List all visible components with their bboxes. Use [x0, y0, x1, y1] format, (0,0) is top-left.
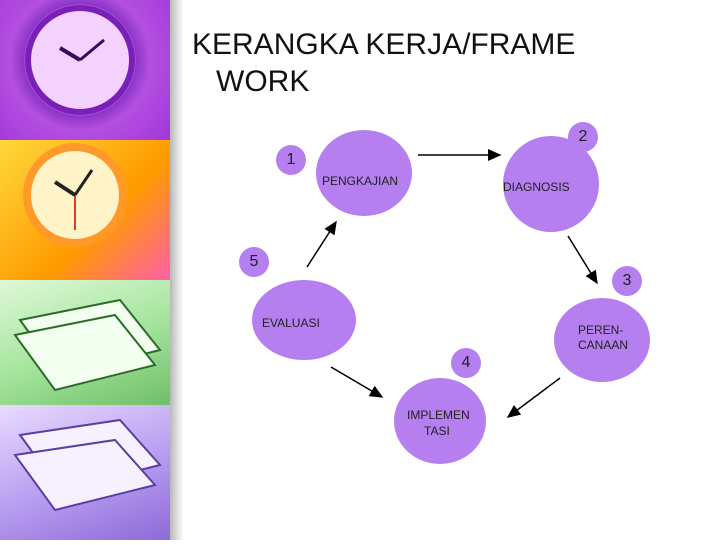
node-perencanaan-label-1: PEREN-	[578, 323, 624, 337]
node-evaluasi: EVALUASI	[252, 280, 356, 360]
arrow-perencanaan-to-implementasi	[506, 377, 561, 418]
title-line-2: WORK	[216, 65, 310, 98]
clock-icon	[25, 5, 135, 115]
node-perencanaan: PEREN- CANAAN	[554, 298, 650, 382]
node-implementasi: IMPLEMEN TASI	[394, 378, 486, 464]
arrow-evaluasi-to-implementasi	[330, 366, 384, 398]
arrow-diagnosis-to-perencanaan	[567, 235, 598, 285]
decorative-sidebar	[0, 0, 184, 540]
node-perencanaan-label-2: CANAAN	[578, 338, 629, 352]
sidebar-shadow	[170, 0, 184, 540]
step-badge-4: 4	[451, 348, 481, 378]
papers-icon	[13, 298, 162, 392]
node-diagnosis: DIAGNOSIS	[503, 136, 599, 232]
page-title: KERANGKA KERJA/FRAME WORK	[192, 26, 575, 100]
node-pengkajian-label: PENGKAJIAN	[322, 174, 399, 188]
node-pengkajian: PENGKAJIAN	[316, 130, 412, 216]
step-badge-1: 1	[276, 145, 306, 175]
node-implementasi-label-1: IMPLEMEN	[407, 408, 470, 422]
clock-icon	[23, 143, 127, 247]
node-diagnosis-label: DIAGNOSIS	[503, 180, 570, 194]
step-badge-2: 2	[568, 122, 598, 152]
node-implementasi-label-2: TASI	[424, 424, 450, 438]
node-evaluasi-label: EVALUASI	[262, 316, 320, 330]
clock-panel-purple	[0, 0, 170, 140]
arrow-evaluasi-to-pengkajian	[306, 220, 337, 268]
papers-panel-lilac	[0, 405, 170, 540]
title-line-1: KERANGKA KERJA/FRAME	[192, 28, 576, 61]
papers-panel-green	[0, 280, 170, 405]
step-badge-3: 3	[612, 266, 642, 296]
step-badge-5: 5	[239, 247, 269, 277]
clock-panel-orange	[0, 140, 170, 280]
papers-icon	[13, 418, 162, 512]
